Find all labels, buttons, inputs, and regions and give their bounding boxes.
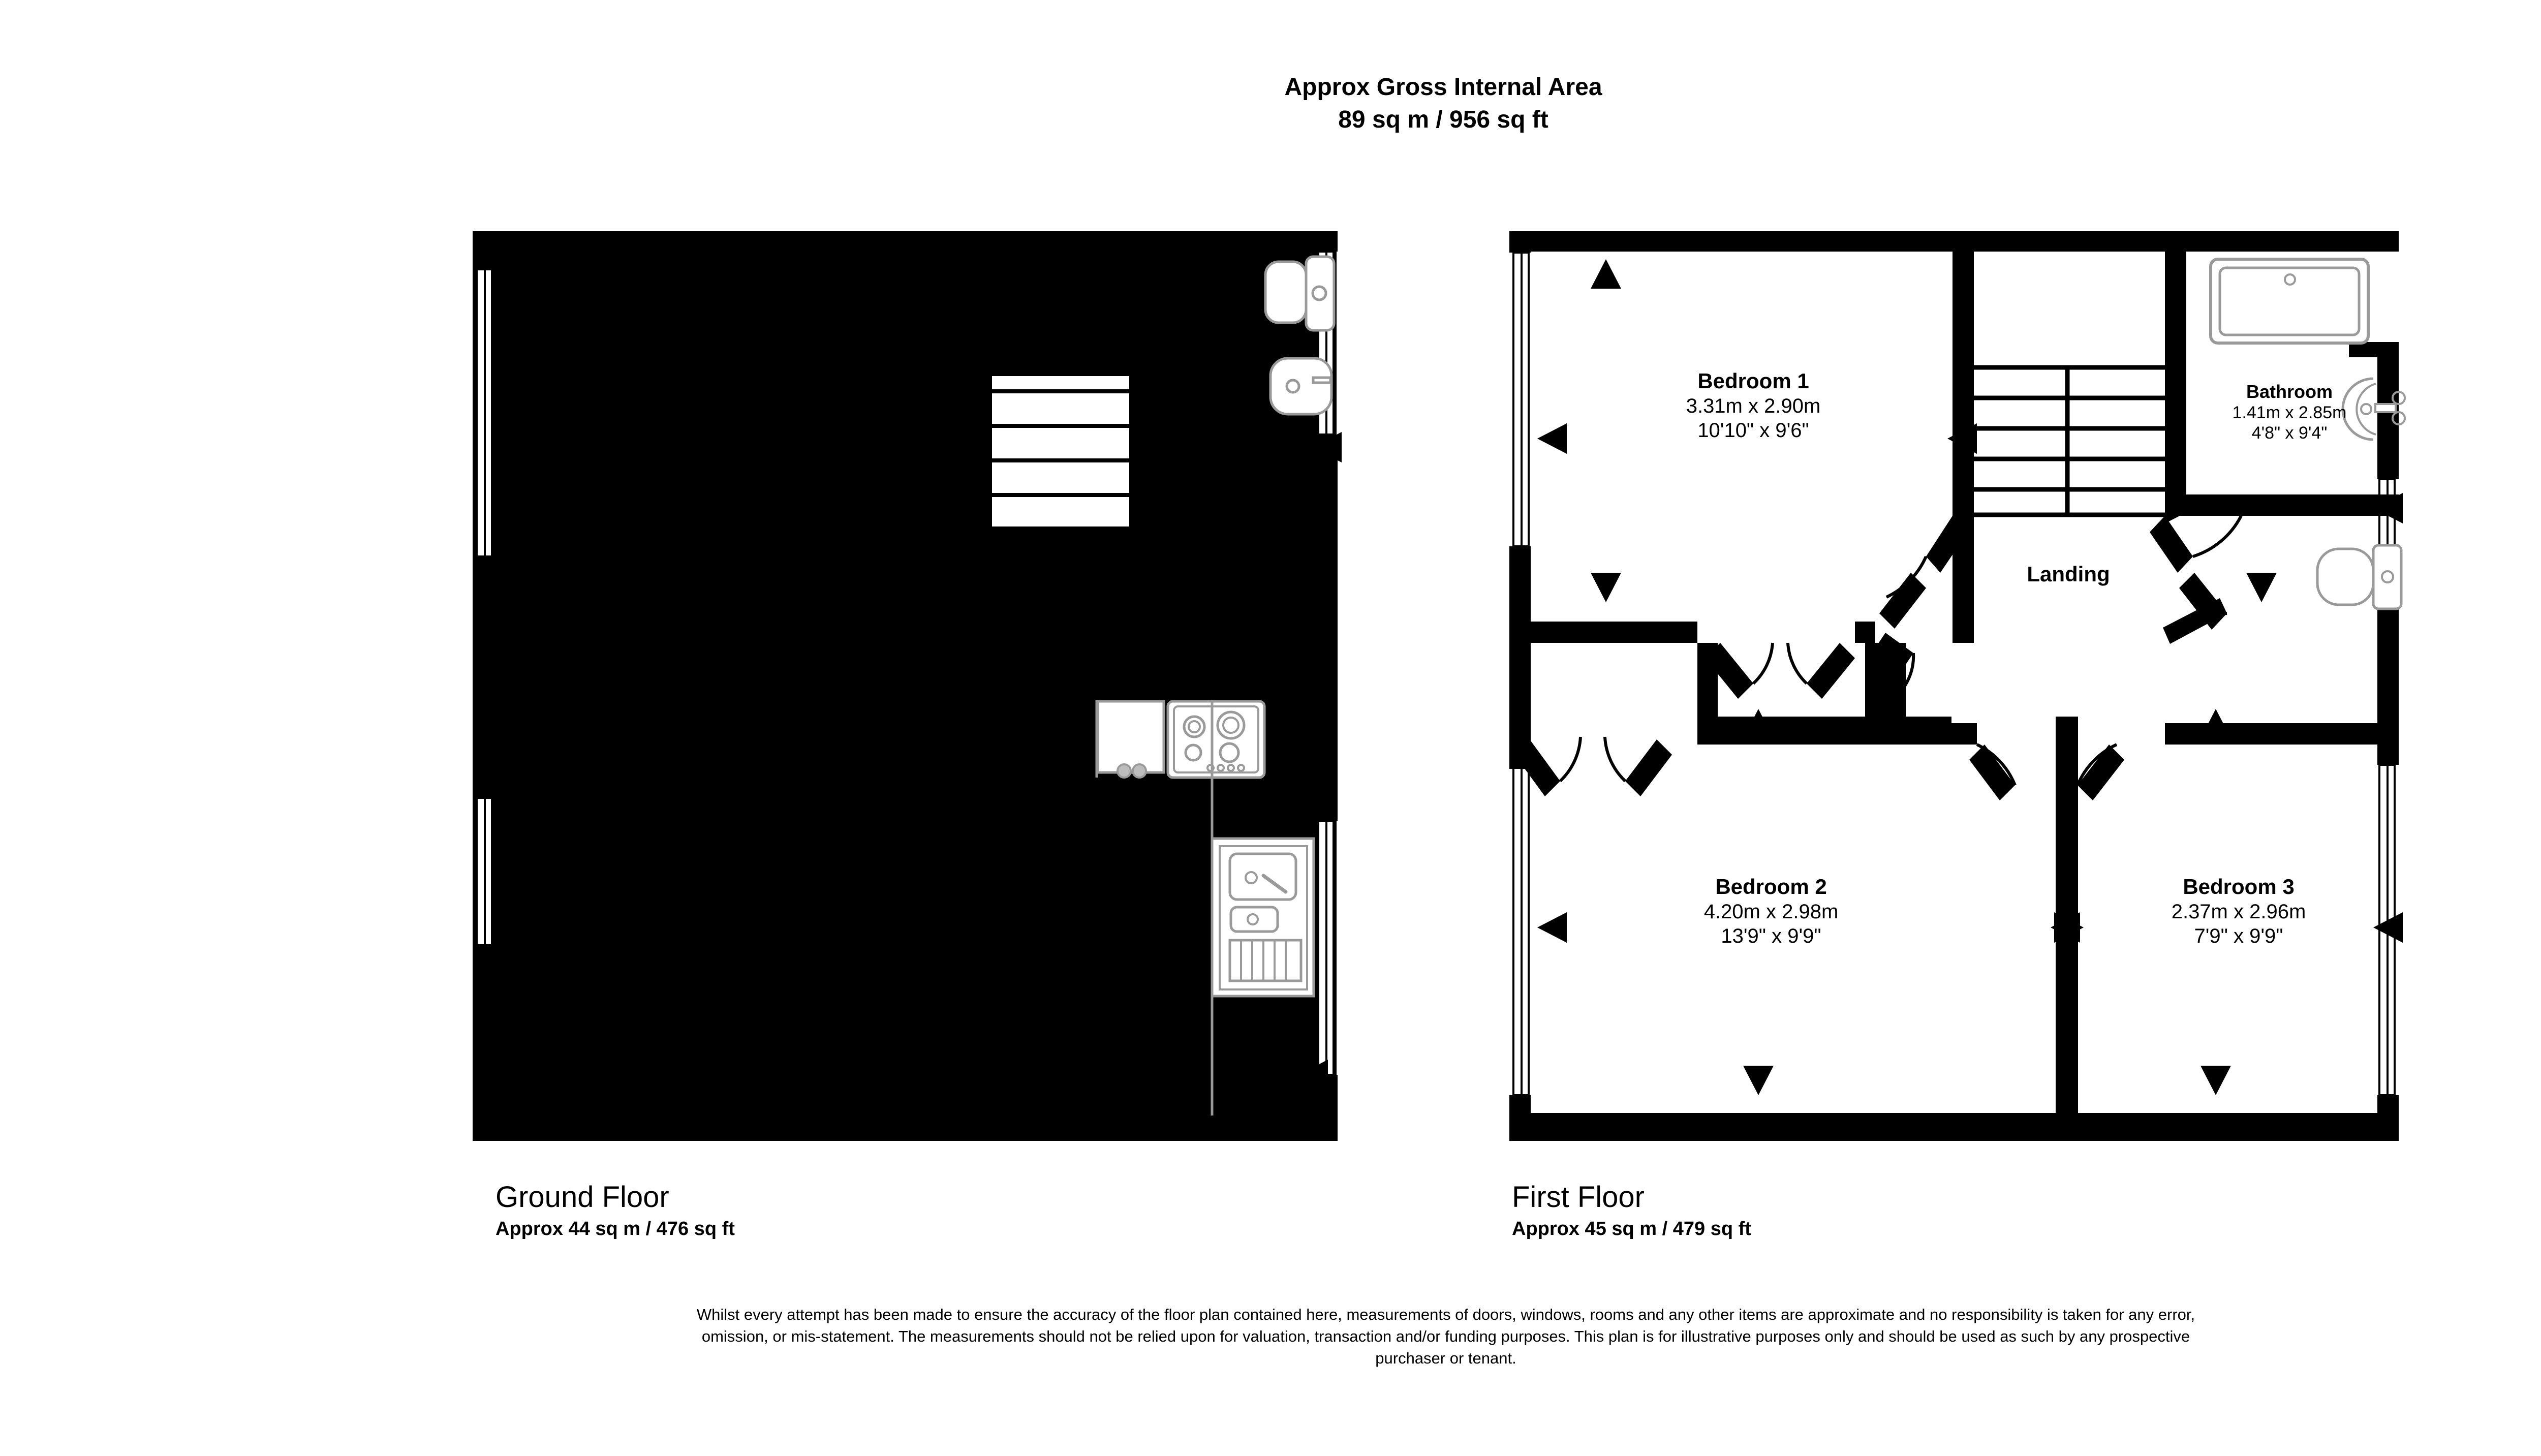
floor-area: Approx 45 sq m / 479 sq ft bbox=[1512, 1218, 1751, 1240]
first-floor-direction-arrows bbox=[1537, 259, 2403, 1095]
ground-floor-caption: Ground Floor Approx 44 sq m / 476 sq ft bbox=[495, 1179, 735, 1242]
disclaimer-text: Whilst every attempt has been made to en… bbox=[696, 1306, 2195, 1367]
sink-fixture bbox=[1211, 837, 1315, 998]
first-floor-internal-walls bbox=[1509, 252, 2399, 1141]
floor-area: Approx 44 sq m / 476 sq ft bbox=[495, 1218, 735, 1240]
floor-title: Ground Floor bbox=[495, 1181, 669, 1214]
ground-floor-fixtures bbox=[1095, 255, 1336, 1116]
basin-fixture bbox=[1269, 357, 1333, 416]
oven-hob-fixture bbox=[1096, 700, 1266, 779]
ground-floor-stairs bbox=[992, 376, 1129, 531]
toilet-fixture bbox=[2316, 544, 2403, 610]
first-floor-caption: First Floor Approx 45 sq m / 479 sq ft bbox=[1512, 1179, 1751, 1242]
first-floor-angled-walls bbox=[1514, 516, 2227, 800]
floor-title: First Floor bbox=[1512, 1181, 1645, 1214]
gross-internal-area-header: Approx Gross Internal Area 89 sq m / 956… bbox=[0, 71, 2541, 136]
ground-floor-drawing bbox=[473, 231, 1342, 1141]
ground-floor-plan: Lounge 3.29m x 6.53m 10'10" x 21'5" Hall… bbox=[473, 231, 1403, 1141]
first-floor-plan: Bedroom 1 3.31m x 2.90m 10'10" x 9'6" La… bbox=[1509, 231, 2439, 1141]
first-floor-fixtures bbox=[2209, 258, 2406, 610]
basin-fixture bbox=[2341, 377, 2406, 441]
gross-area-title: Approx Gross Internal Area bbox=[1284, 74, 1602, 101]
gross-area-value: 89 sq m / 956 sq ft bbox=[1338, 106, 1548, 133]
ground-floor-hall-angled-walls bbox=[894, 399, 1261, 939]
first-floor-drawing bbox=[1509, 231, 2406, 1141]
bathtub-fixture bbox=[2209, 258, 2370, 345]
toilet-fixture bbox=[1264, 255, 1336, 332]
first-floor-door-swings bbox=[1559, 515, 2243, 786]
first-floor-stairs bbox=[1974, 252, 2165, 517]
